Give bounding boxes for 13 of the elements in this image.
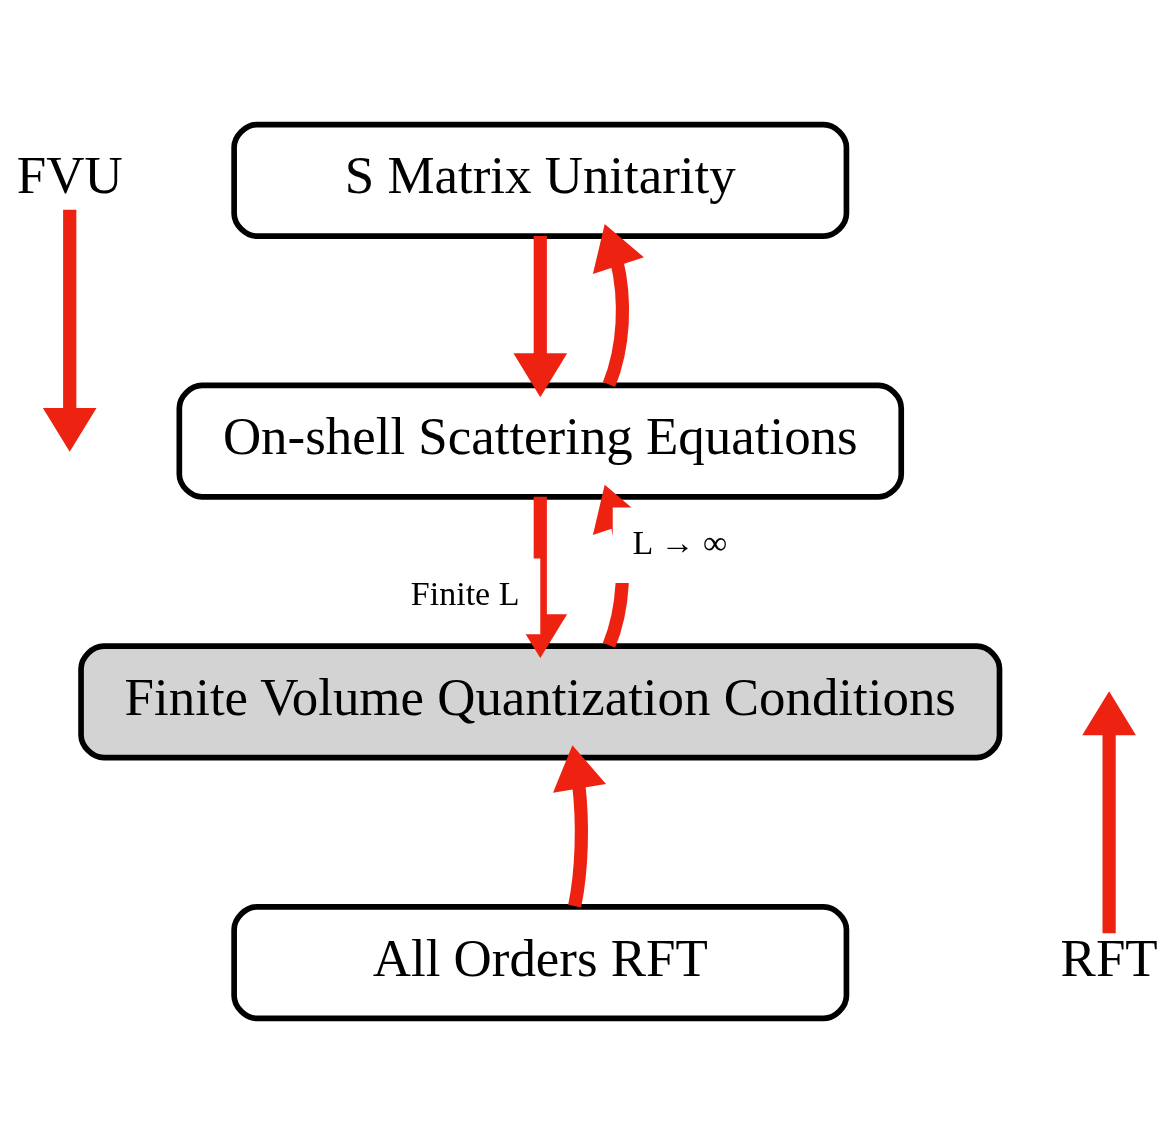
node-box: All Orders RFT: [231, 904, 850, 1022]
node-box: On-shell Scattering Equations: [176, 382, 905, 500]
arrow: [1082, 691, 1136, 934]
arrow: [553, 745, 606, 908]
node-text: FVU: [16, 146, 123, 205]
arrow: [592, 224, 644, 387]
edge-label: L → ∞: [632, 523, 728, 561]
arrow: [513, 236, 568, 398]
arrow: [42, 209, 97, 452]
edge-label: Finite L: [410, 574, 520, 612]
node-box: Finite Volume Quantization Conditions: [78, 643, 1003, 761]
node-text: RFT: [1060, 928, 1158, 987]
node-box: S Matrix Unitarity: [231, 121, 850, 239]
